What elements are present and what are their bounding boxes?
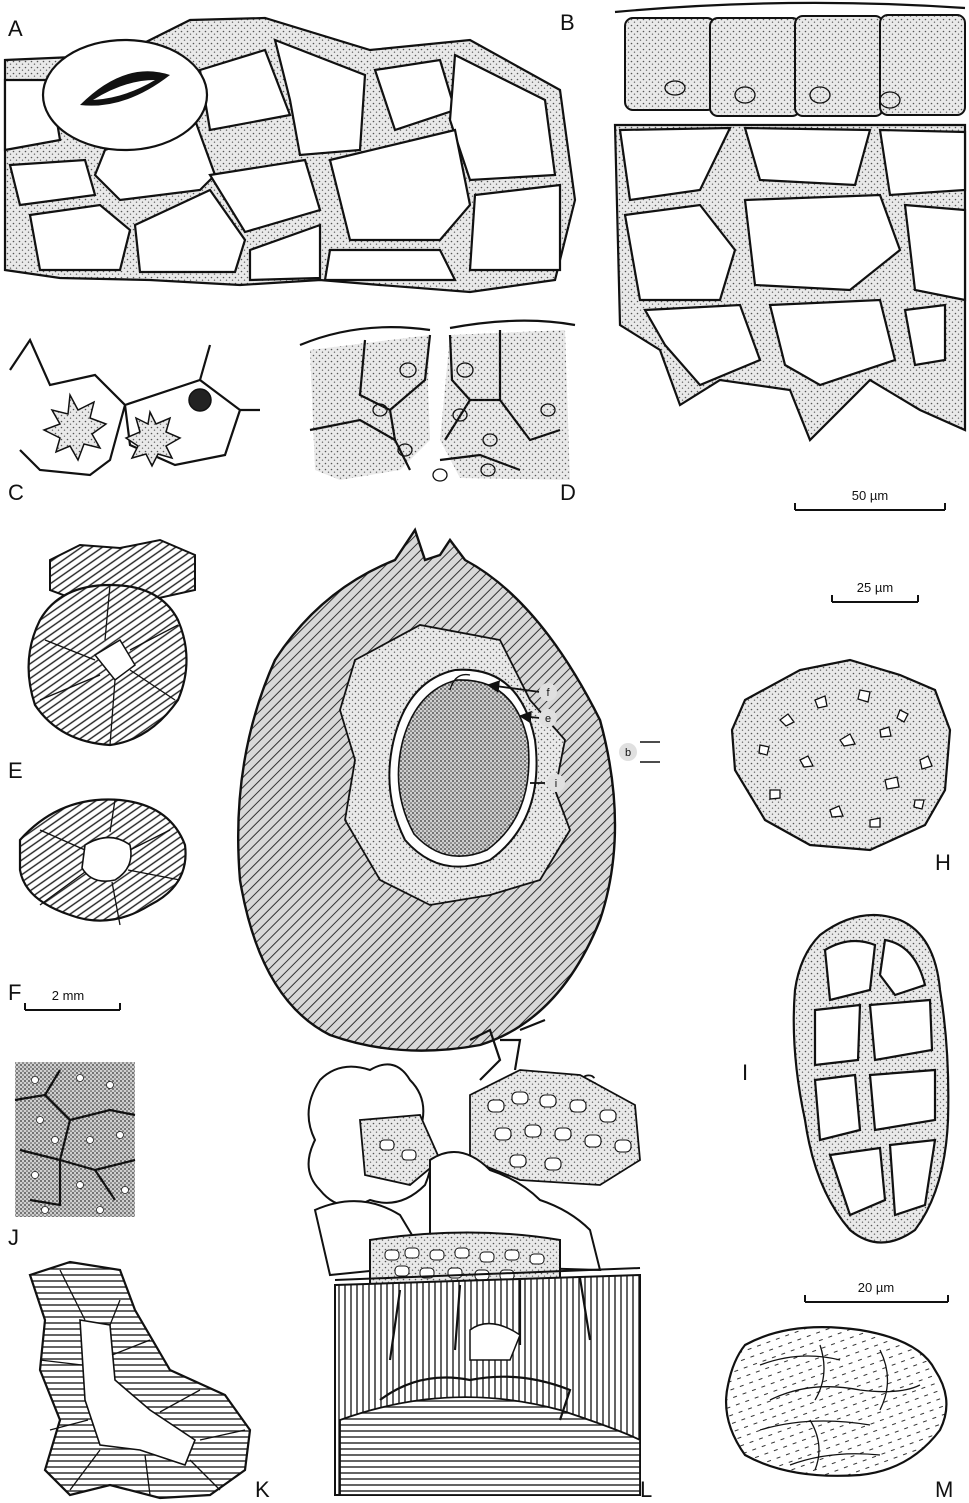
panel-k-sclereid-lobed: [30, 1262, 250, 1498]
panel-i-reticulate-cell: [794, 915, 949, 1243]
panel-b-epidermis-section: [615, 3, 965, 440]
panel-j-pitted-surface: [15, 1062, 135, 1217]
annotation-i: i: [555, 778, 557, 790]
annotation-e: e: [545, 713, 551, 725]
scale-bar-50um: 50 µm: [795, 488, 945, 510]
panel-e-sclereid-cluster: [29, 540, 195, 745]
panel-label-i: I: [742, 1060, 748, 1085]
panel-d-stoma-section: [300, 321, 575, 481]
scale-label-20um: 20 µm: [858, 1280, 894, 1295]
panel-l-tissue-section: [309, 1064, 640, 1495]
panel-f-sclereid-ring: [20, 800, 186, 926]
panel-label-f: F: [8, 980, 21, 1005]
annotation-b: b: [625, 747, 631, 759]
panel-label-k: K: [255, 1477, 270, 1502]
scale-bar-20um: 20 µm: [805, 1280, 948, 1302]
panel-g-fruit-section: f e i b: [238, 530, 660, 1080]
panel-a-epidermis-stoma: [5, 18, 575, 292]
panel-label-j: J: [8, 1225, 19, 1250]
scale-bar-2mm: 2 mm: [25, 988, 120, 1010]
panel-label-l: L: [640, 1477, 652, 1502]
druse-crystal-icon: [189, 389, 211, 411]
panel-m-seed-surface: [726, 1327, 946, 1476]
panel-c-crystal-cells: [10, 340, 260, 475]
scale-label-2mm: 2 mm: [52, 988, 85, 1003]
panel-label-a: A: [8, 16, 23, 41]
druse-crystal-icon: [126, 412, 180, 466]
scale-label-50um: 50 µm: [852, 488, 888, 503]
scale-label-25um: 25 µm: [857, 580, 893, 595]
panel-label-c: C: [8, 480, 24, 505]
scale-bar-25um: 25 µm: [832, 580, 918, 602]
panel-label-b: B: [560, 10, 575, 35]
druse-crystal-icon: [44, 395, 106, 460]
panel-label-m: M: [935, 1477, 953, 1502]
panel-label-d: D: [560, 480, 576, 505]
panel-label-h: H: [935, 850, 951, 875]
panel-label-e: E: [8, 758, 23, 783]
panel-h-pitted-sclereid: [732, 660, 950, 850]
